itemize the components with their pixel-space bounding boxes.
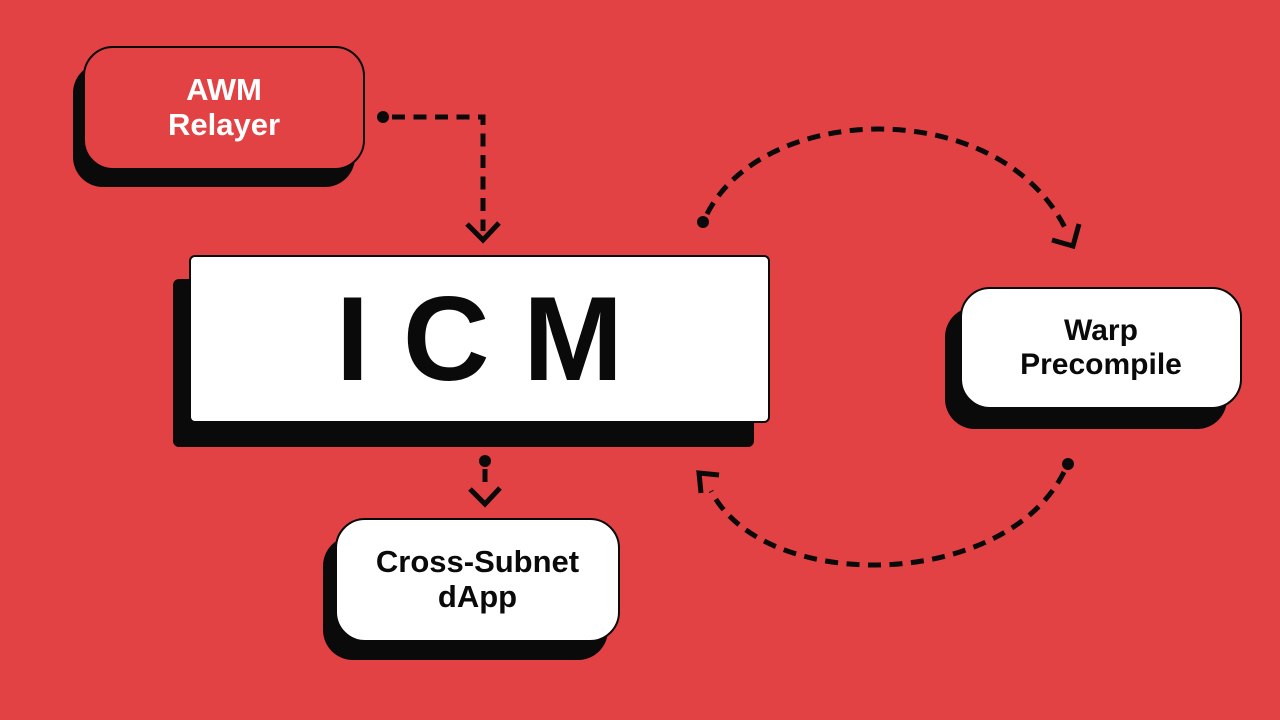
node-label: Cross-Subnet <box>375 544 580 580</box>
edge-arrowhead-down-right-icon <box>1051 223 1082 250</box>
node-label: Warp <box>1064 314 1138 348</box>
edge-dashed-arc <box>708 470 1067 568</box>
edge-tail-dot <box>1062 458 1074 470</box>
edge-dashed-line <box>392 114 486 231</box>
edge-tail-dot <box>377 111 389 123</box>
edge-arrowhead-up-left-icon <box>696 470 720 494</box>
edge-icm-to-warp-precompile <box>697 126 1082 250</box>
edge-warp-precompile-to-icm <box>696 458 1074 568</box>
edge-arrowhead-down-icon <box>468 486 502 508</box>
edge-tail-dot <box>697 216 709 228</box>
edge-awm-relayer-to-icm <box>377 111 501 244</box>
node-label: dApp <box>437 579 518 614</box>
node-label: Relayer <box>167 107 281 142</box>
edge-icm-to-cross-subnet-dapp <box>468 455 502 508</box>
edge-arrowhead-down-icon <box>465 221 501 244</box>
edge-tail-dot <box>479 455 491 467</box>
node-warp-precompile: Warp Precompile <box>960 287 1242 409</box>
node-icm: ICM <box>189 255 770 423</box>
node-label: Precompile <box>1020 348 1182 381</box>
node-awm-relayer: AWM Relayer <box>83 46 365 170</box>
node-label: ICM <box>335 271 657 406</box>
node-label: AWM <box>186 72 262 108</box>
node-cross-subnet-dapp: Cross-Subnet dApp <box>335 518 620 642</box>
edge-dashed-arc <box>704 126 1071 236</box>
